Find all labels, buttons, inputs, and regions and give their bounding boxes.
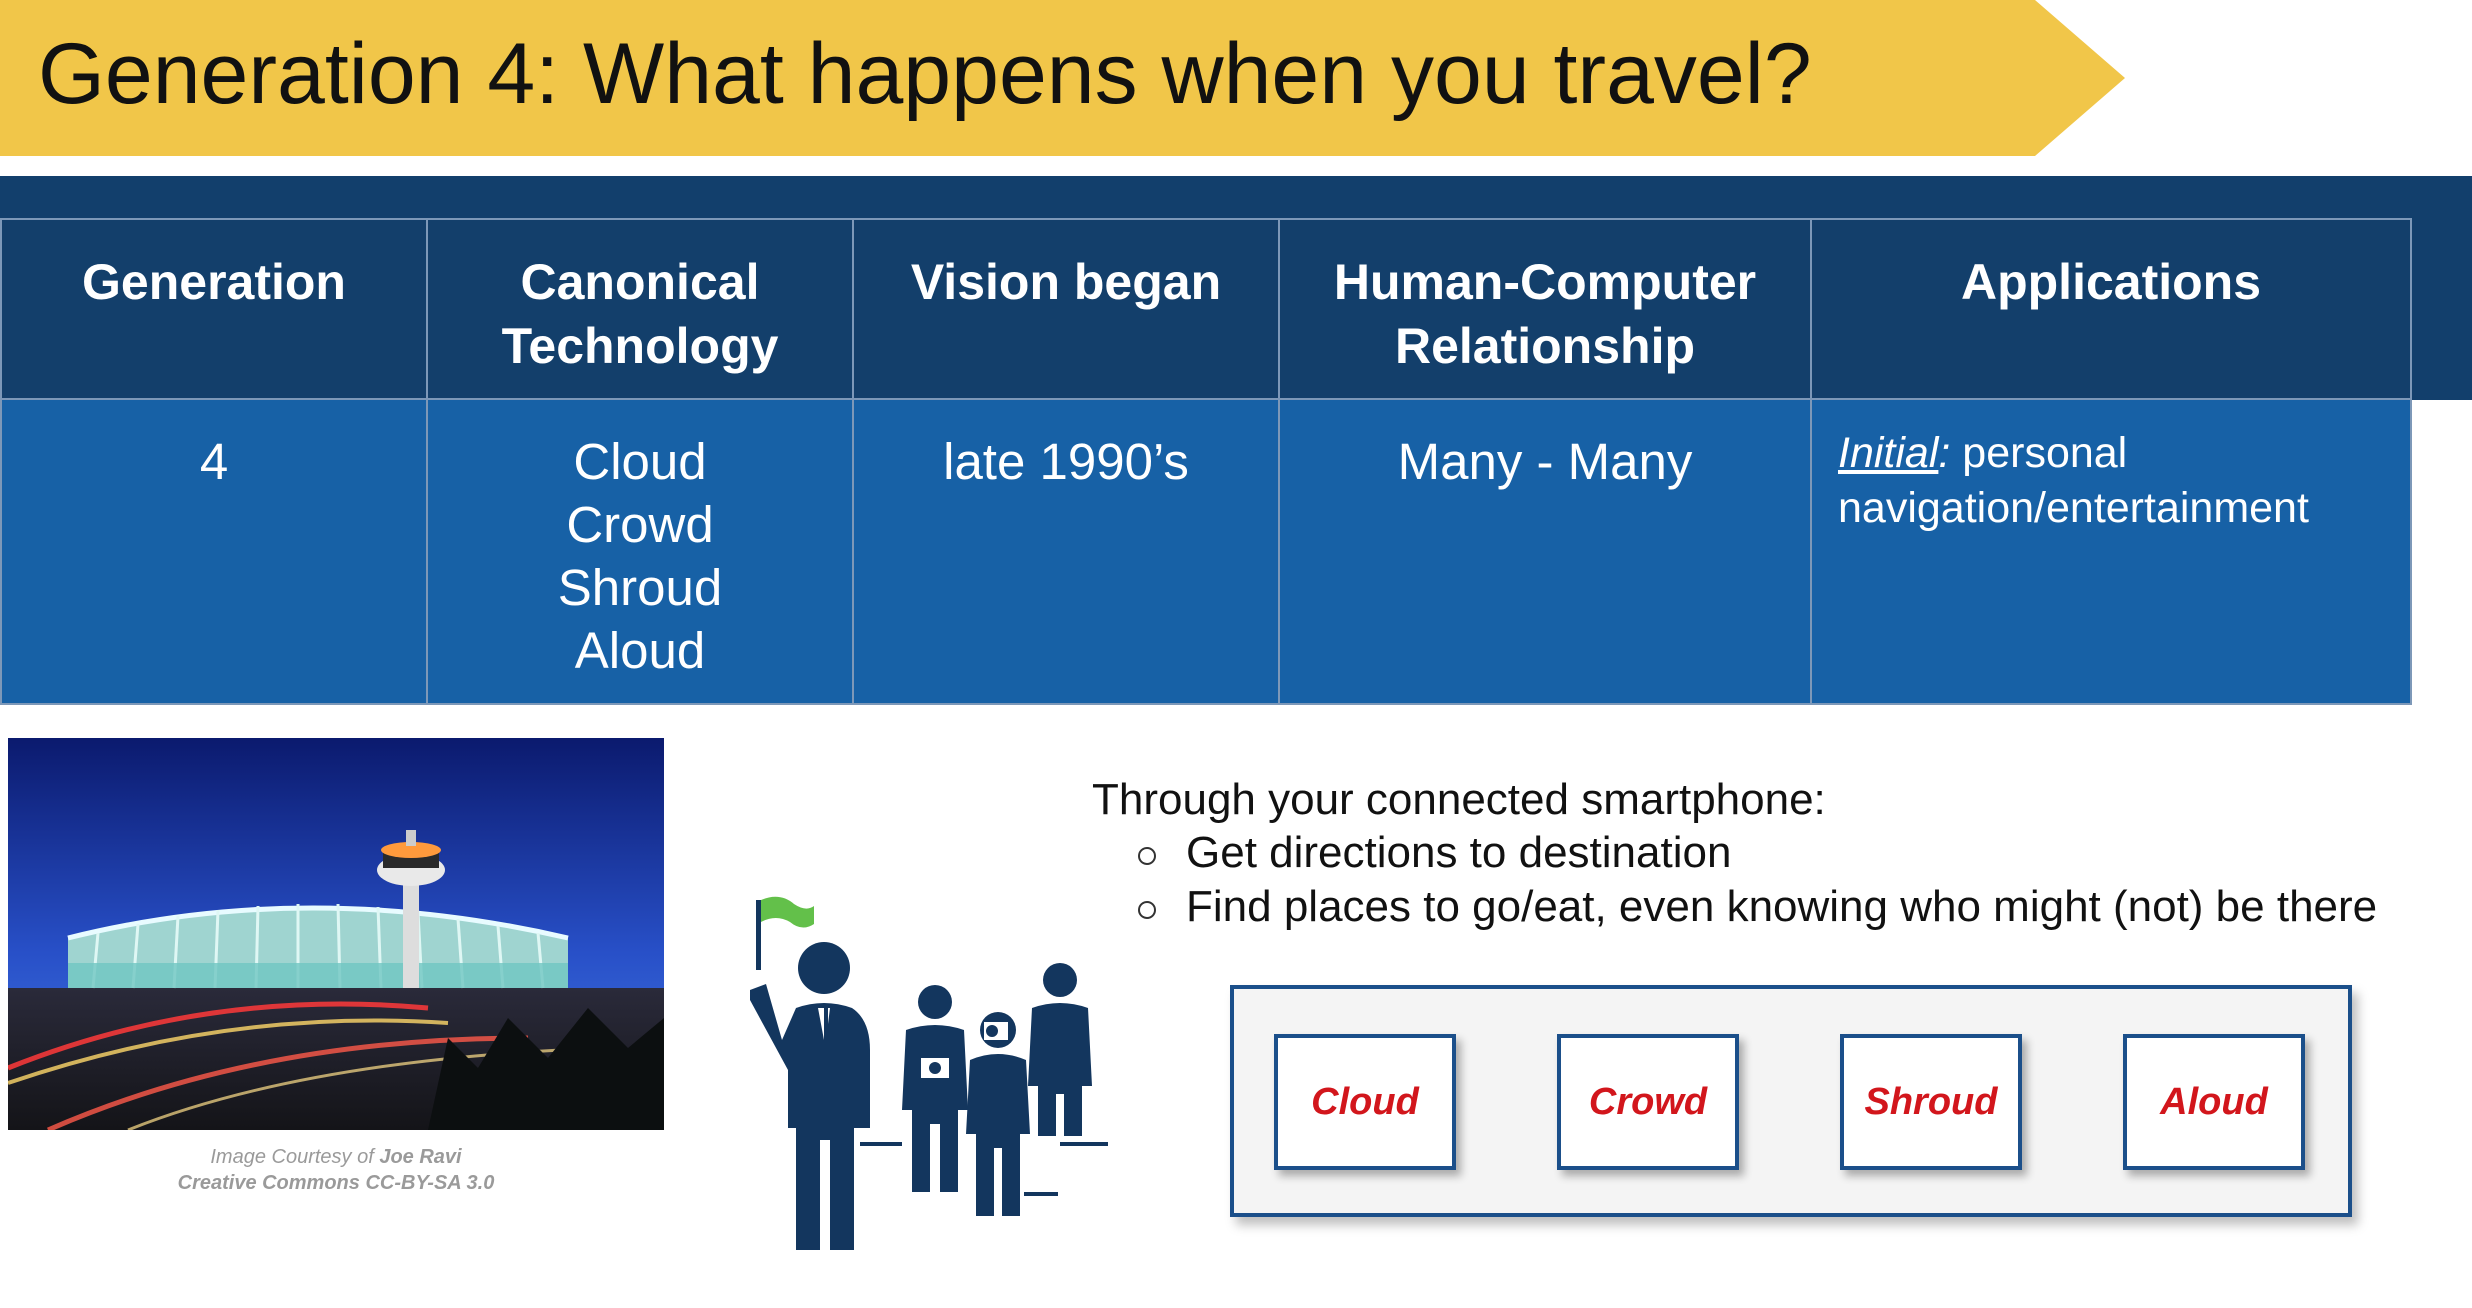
cell-generation: 4 [0, 398, 428, 705]
credit-license: Creative Commons CC-BY-SA 3.0 [177, 1172, 495, 1194]
airport-photo-illustration [8, 738, 664, 1130]
tour-group-illustration [730, 880, 1130, 1252]
header-label: Canonical [520, 254, 760, 310]
applications-line-1: personal [1950, 429, 2128, 477]
header-human-computer-relationship: Human-Computer Relationship [1278, 218, 1812, 400]
applications-colon: : [1938, 429, 1951, 477]
bullet-list: Get directions to destination Find place… [1092, 826, 2452, 934]
header-applications: Applications [1810, 218, 2412, 400]
header-label: Technology [501, 318, 779, 374]
table-header-row: Generation Canonical Technology Vision b… [0, 218, 2412, 400]
list-item: Find places to go/eat, even knowing who … [1138, 880, 2452, 934]
title-banner [0, 0, 2125, 156]
hollow-circle-bullet-icon [1138, 901, 1156, 919]
concept-shroud: Shroud [1840, 1034, 2022, 1170]
header-generation: Generation [0, 218, 428, 400]
airport-photo [8, 738, 664, 1130]
credit-prefix: Image Courtesy of [210, 1146, 380, 1168]
header-canonical-technology: Canonical Technology [426, 218, 854, 400]
slide-title: Generation 4: What happens when you trav… [38, 26, 1812, 122]
table-row: 4 Cloud Crowd Shroud Aloud late 1990’s M… [0, 398, 2412, 705]
credit-author: Joe Ravi [379, 1146, 462, 1168]
concept-aloud: Aloud [2123, 1034, 2305, 1170]
technology-item: Crowd [566, 496, 714, 553]
header-vision-began: Vision began [852, 218, 1280, 400]
header-label: Applications [1960, 254, 2262, 310]
technology-item: Aloud [574, 622, 706, 679]
cell-relationship: Many - Many [1278, 398, 1812, 705]
smartphone-bullets: Through your connected smartphone: Get d… [1092, 772, 2452, 934]
header-label: Vision began [910, 254, 1222, 310]
list-item: Get directions to destination [1138, 826, 2452, 880]
applications-label: Initial [1838, 429, 1939, 477]
applications-line-2: navigation/entertainment [1838, 484, 2309, 532]
cell-applications: Initial: personal navigation/entertainme… [1810, 398, 2412, 705]
technology-item: Shroud [557, 559, 723, 616]
cell-vision-began: late 1990’s [852, 398, 1280, 705]
generation-table: Generation Canonical Technology Vision b… [0, 218, 2412, 705]
hollow-circle-bullet-icon [1138, 847, 1156, 865]
header-label: Relationship [1394, 318, 1696, 374]
concept-box: Cloud Crowd Shroud Aloud [1230, 985, 2352, 1217]
header-label: Generation [82, 254, 346, 310]
technology-item: Cloud [573, 433, 707, 490]
tour-group-icon [750, 896, 1108, 1252]
concept-crowd: Crowd [1557, 1034, 1739, 1170]
concept-cloud: Cloud [1274, 1034, 1456, 1170]
cell-technology: Cloud Crowd Shroud Aloud [426, 398, 854, 705]
bullet-text: Get directions to destination [1186, 828, 1732, 877]
header-label: Human-Computer [1333, 254, 1757, 310]
bullets-lead: Through your connected smartphone: [1092, 775, 1826, 824]
bullet-text: Find places to go/eat, even knowing who … [1186, 882, 2378, 931]
image-credit: Image Courtesy of Joe Ravi Creative Comm… [8, 1144, 664, 1196]
